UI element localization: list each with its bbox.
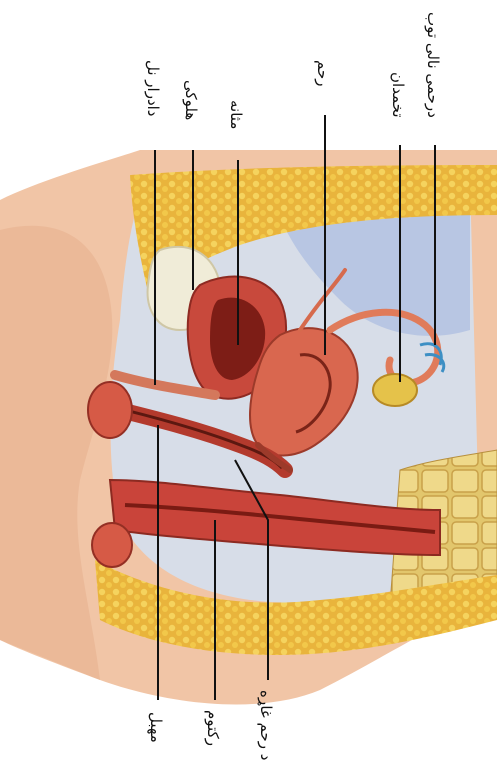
- label-urethra: دادرار نل: [144, 60, 162, 116]
- label-ovary: تخمدان: [389, 72, 407, 118]
- perineal-muscle-lower: [92, 523, 132, 567]
- label-vagina: مهبل: [147, 712, 165, 743]
- label-cervix: د رحم غاړه: [257, 690, 275, 760]
- label-rectum: رکتوم: [204, 710, 222, 746]
- label-uterus: رحم: [314, 60, 332, 87]
- label-fallopian-tube: درحمی نالی توب: [424, 12, 442, 118]
- ovary: [373, 374, 417, 406]
- label-pubic-bone: هلوکی: [182, 80, 200, 120]
- label-bladder: مثانه: [227, 100, 245, 129]
- perineal-muscle-upper: [88, 382, 132, 438]
